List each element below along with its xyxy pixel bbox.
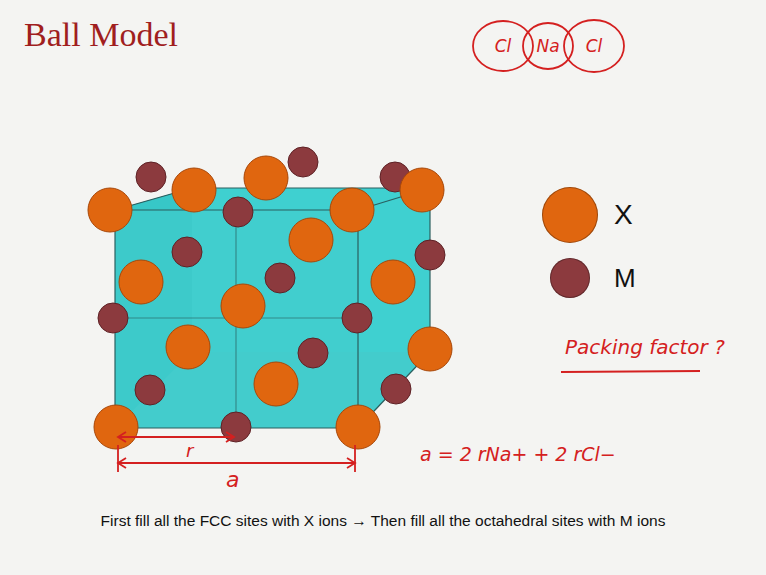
ion-label: Cl: [586, 38, 603, 55]
legend-label: X: [614, 200, 633, 231]
ion-label: Cl: [495, 38, 512, 55]
slide-caption: First fill all the FCC sites with X ions…: [101, 512, 666, 529]
dimension-marks: [118, 371, 700, 472]
ion-label: Na: [536, 38, 559, 55]
dimension-a: a: [226, 468, 239, 492]
slide-title: Ball Model: [24, 16, 178, 53]
legend-swatch: [550, 258, 590, 298]
ion-ellipse: [523, 23, 573, 69]
ion-circle: Cl: [472, 20, 534, 72]
ion-ellipse: [564, 20, 624, 72]
legend-swatch: [542, 187, 598, 243]
handwritten-note: Packing factor ?: [565, 336, 725, 358]
dimension-r: r: [186, 441, 193, 461]
cube-front-face: [115, 210, 358, 428]
cube-edges: [115, 188, 430, 428]
cube-body: [115, 188, 430, 428]
handwritten-equation: a = 2 rNa+ + 2 rCl−: [420, 444, 616, 465]
ion-circle: Na: [522, 22, 574, 70]
ion-circle: Cl: [563, 19, 625, 73]
legend-label: M: [614, 264, 636, 293]
ion-ellipse: [473, 21, 533, 71]
x-ions: [88, 156, 452, 449]
m-ions: [98, 147, 445, 442]
